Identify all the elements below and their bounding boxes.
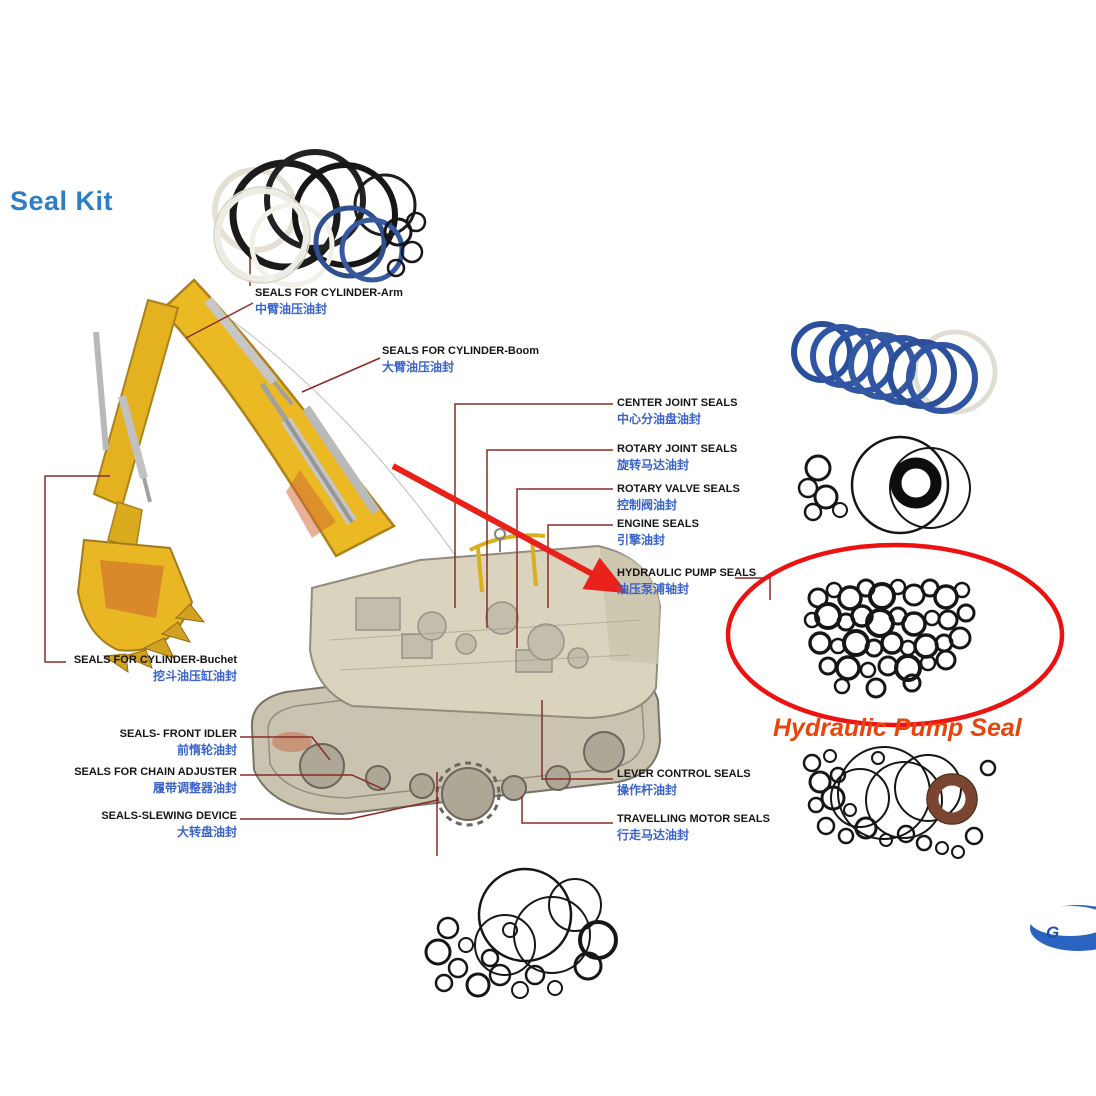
- label-zh: 旋转马达油封: [617, 458, 690, 472]
- brand-logo: G: [1030, 905, 1096, 951]
- label-center-joint-seals: CENTER JOINT SEALS 中心分油盘油封: [617, 395, 737, 427]
- label-en: SEALS FOR CYLINDER-Boom: [382, 345, 540, 357]
- label-zh: 大转盘油封: [176, 825, 237, 839]
- label-rotary-joint-seals: ROTARY JOINT SEALS 旋转马达油封: [617, 441, 737, 473]
- label-lever-control-seals: LEVER CONTROL SEALS 操作杆油封: [617, 766, 751, 798]
- highlight-ellipse: [725, 542, 1065, 728]
- connector-lines: [44, 252, 771, 856]
- label-seals-slewing-device: SEALS-SLEWING DEVICE 大转盘油封: [40, 808, 237, 840]
- label-en: SEALS FOR CHAIN ADJUSTER: [74, 766, 237, 778]
- label-en: CENTER JOINT SEALS: [617, 397, 738, 409]
- label-zh: 控制阀油封: [617, 498, 678, 512]
- arm-cylinder-seal-kit-photo: [212, 149, 427, 288]
- label-seals-chain-adjuster: SEALS FOR CHAIN ADJUSTER 履带调整器油封: [40, 764, 237, 796]
- label-travelling-motor-seals: TRAVELLING MOTOR SEALS 行走马达油封: [617, 811, 770, 843]
- label-en: SEALS FOR CYLINDER-Arm: [255, 287, 403, 299]
- label-en: SEALS- FRONT IDLER: [119, 728, 237, 740]
- blue-oring-set-photo: [791, 321, 998, 415]
- pointer-arrow: [391, 463, 628, 594]
- label-engine-seals: ENGINE SEALS 引擎油封: [617, 516, 699, 548]
- label-en: ROTARY VALVE SEALS: [617, 483, 740, 495]
- label-zh: 操作杆油封: [617, 783, 678, 797]
- slewing-seal-set-photo: [424, 867, 618, 999]
- label-zh: 挖斗油压缸油封: [152, 669, 237, 683]
- label-en: LEVER CONTROL SEALS: [617, 768, 751, 780]
- rotary-seal-set-photo: [797, 435, 971, 535]
- label-rotary-valve-seals: ROTARY VALVE SEALS 控制阀油封: [617, 481, 740, 513]
- brand-logo-letter: G: [1046, 923, 1059, 942]
- label-seals-cylinder-arm: SEALS FOR CYLINDER-Arm 中臂油压油封: [255, 285, 403, 317]
- label-zh: 油压泵浦轴封: [617, 582, 690, 596]
- label-hydraulic-pump-seals: HYDRAULIC PUMP SEALS 油压泵浦轴封: [617, 565, 756, 597]
- travel-motor-seal-set-photo: [802, 746, 997, 859]
- label-en: HYDRAULIC PUMP SEALS: [617, 567, 757, 579]
- label-en: TRAVELLING MOTOR SEALS: [617, 813, 770, 825]
- label-en: ROTARY JOINT SEALS: [617, 443, 738, 455]
- label-zh: 履带调整器油封: [152, 781, 237, 795]
- page-title: Seal Kit: [10, 186, 114, 216]
- hydraulic-pump-seal-pile-photo: [803, 578, 976, 699]
- label-zh: 中心分油盘油封: [617, 412, 702, 426]
- label-zh: 大臂油压油封: [382, 360, 455, 374]
- label-zh: 中臂油压油封: [255, 302, 328, 316]
- label-en: SEALS FOR CYLINDER-Buchet: [73, 654, 237, 666]
- label-seals-front-idler: SEALS- FRONT IDLER 前惰轮油封: [40, 726, 237, 758]
- highlight-caption: Hydraulic Pump Seal: [773, 714, 1022, 742]
- label-en: ENGINE SEALS: [617, 518, 699, 530]
- label-seals-cylinder-bucket: SEALS FOR CYLINDER-Buchet 挖斗油压缸油封: [40, 652, 237, 684]
- label-zh: 行走马达油封: [617, 828, 690, 842]
- label-zh: 引擎油封: [617, 533, 666, 547]
- label-en: SEALS-SLEWING DEVICE: [101, 810, 237, 822]
- label-zh: 前惰轮油封: [176, 743, 237, 757]
- label-seals-cylinder-boom: SEALS FOR CYLINDER-Boom 大臂油压油封: [382, 343, 539, 375]
